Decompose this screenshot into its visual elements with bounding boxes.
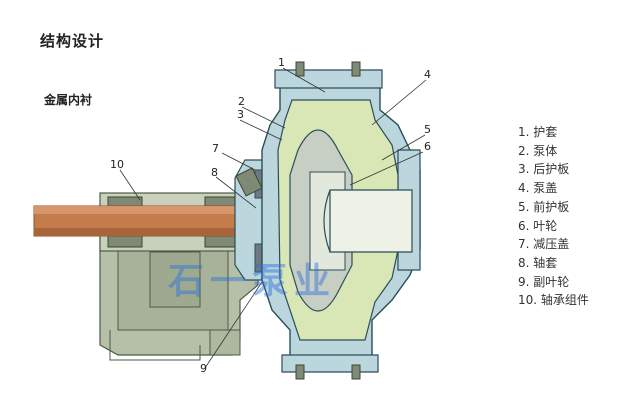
callout-9: 9 [200, 362, 207, 375]
callout-4: 4 [424, 68, 431, 81]
callout-leaders [119, 67, 427, 369]
casing-bolts [295, 61, 361, 380]
legend-item: 8. 轴套 [518, 255, 558, 270]
callout-8: 8 [211, 166, 218, 179]
legend-item: 3. 后护板 [518, 162, 570, 177]
callout-10: 10 [110, 158, 124, 171]
legend-item: 6. 叶轮 [518, 218, 558, 233]
parts-legend: 1. 护套 2. 泵体 3. 后护板 4. 泵盖 5. 前护板 6. 叶轮 7.… [518, 123, 589, 310]
watermark: 石一泵业 [168, 261, 337, 302]
suction-bore [323, 189, 413, 253]
callout-2: 2 [238, 95, 245, 108]
legend-item: 5. 前护板 [518, 199, 570, 214]
callout-3: 3 [237, 108, 244, 121]
legend-item: 4. 泵盖 [518, 181, 558, 196]
callout-6: 6 [424, 140, 431, 153]
legend-item: 1. 护套 [518, 125, 558, 139]
legend-item: 10. 轴承组件 [518, 293, 589, 308]
section-subtitle: 金属内衬 [44, 93, 93, 107]
callout-numbers: 1 4 2 3 5 6 7 8 9 10 [110, 56, 431, 375]
legend-item: 2. 泵体 [518, 143, 558, 158]
callout-5: 5 [424, 123, 431, 136]
legend-item: 7. 减压盖 [518, 237, 570, 252]
page-title: 结构设计 [40, 32, 105, 50]
callout-7: 7 [212, 142, 219, 155]
callout-1: 1 [278, 56, 285, 69]
legend-item: 9. 副叶轮 [518, 274, 570, 289]
